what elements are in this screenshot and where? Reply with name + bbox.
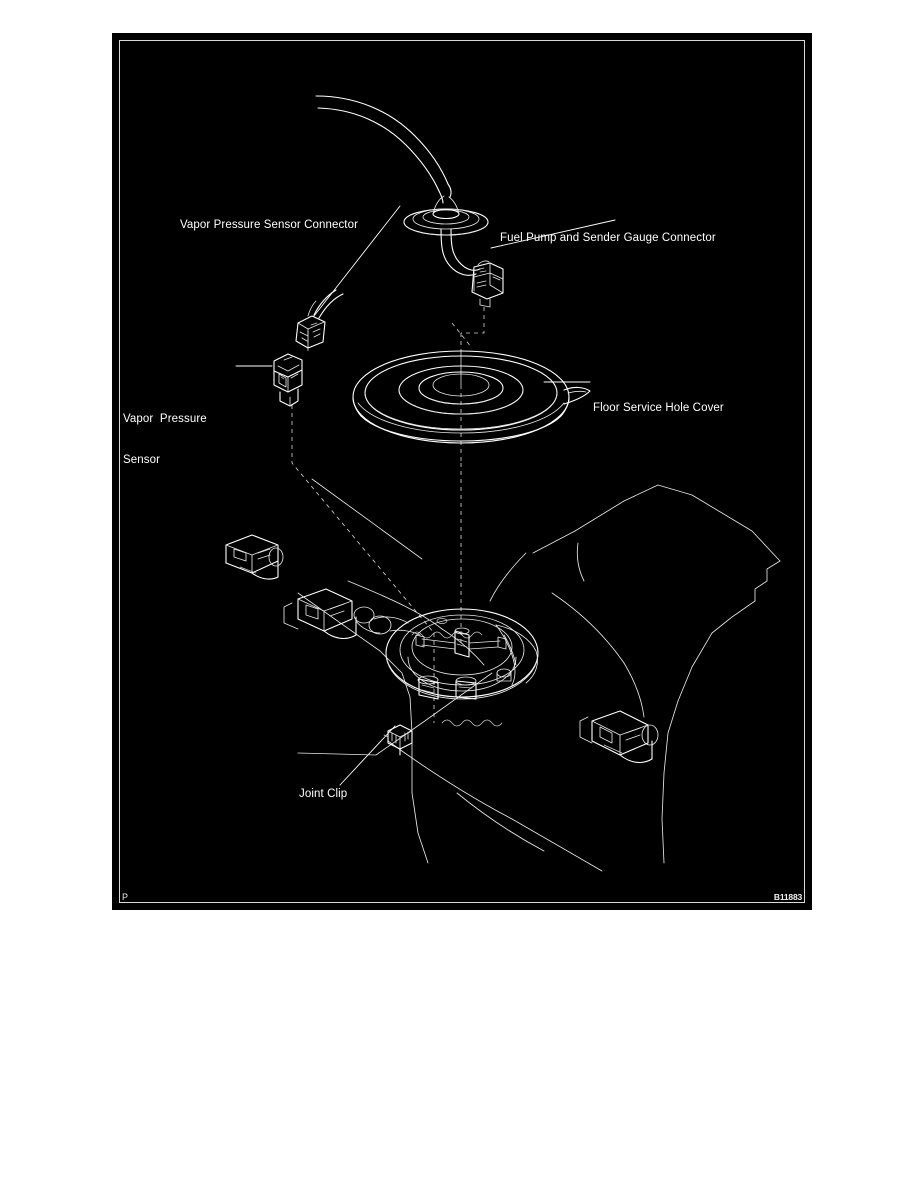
figure-panel: .ln { fill:none; stroke:#ffffff; stroke-…: [112, 33, 812, 910]
corner-mark-p: P: [122, 892, 129, 902]
harness-clamp-lower-right: [579, 710, 659, 764]
rubber-grommet: [403, 195, 489, 236]
label-fuel-pump-and-sender-gauge-connector: Fuel Pump and Sender Gauge Connector: [500, 232, 716, 244]
fuel-hose-harness: [315, 95, 452, 204]
harness-clamp-mid-left: [283, 588, 421, 640]
label-vapor-pressure-sensor-line2: Sensor: [123, 453, 161, 466]
leader-lines: [235, 205, 616, 786]
technical-line-drawing: .ln { fill:none; stroke:#ffffff; stroke-…: [225, 95, 781, 872]
floor-service-hole-cover: [352, 350, 591, 444]
service-hole-opening: [385, 608, 539, 700]
joint-clip: [383, 724, 413, 756]
vapor-pressure-sensor-connector: [295, 289, 344, 349]
label-vapor-pressure-sensor-line1: Vapor Pressure: [123, 413, 207, 425]
fuel-pump-sender-gauge-connector: [471, 260, 504, 308]
figure-code: B11883: [773, 892, 802, 902]
vapor-pressure-sensor: [273, 353, 303, 407]
label-vapor-pressure-sensor-connector: Vapor Pressure Sensor Connector: [180, 219, 359, 231]
label-joint-clip: Joint Clip: [299, 788, 348, 800]
label-floor-service-hole-cover: Floor Service Hole Cover: [593, 402, 724, 414]
harness-clamp-upper-left: [225, 534, 284, 580]
fuel-pump-assembly: [407, 618, 517, 700]
floor-pan-panel: [297, 478, 781, 872]
label-vapor-pressure-sensor: Vapor Pressure Sensor: [123, 386, 207, 494]
